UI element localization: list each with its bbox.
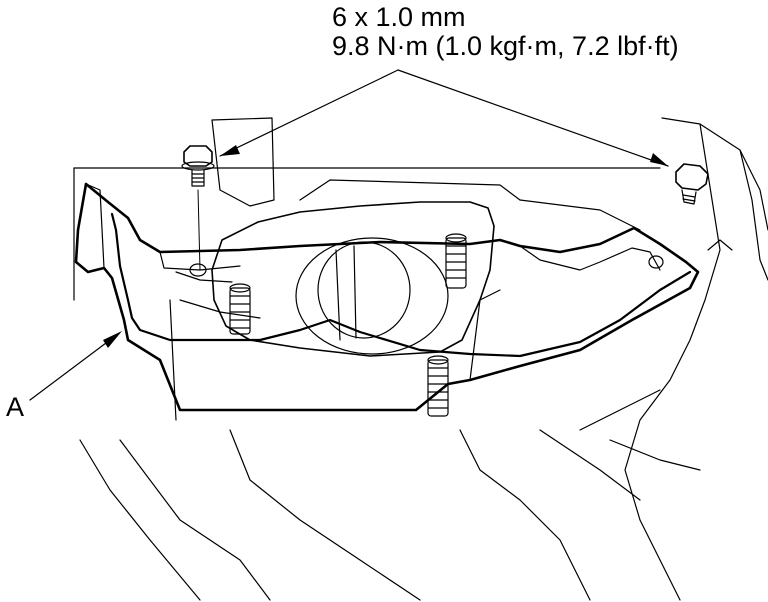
torque-leader-lines [29, 69, 669, 401]
callout-label-a: A [6, 392, 25, 422]
bracket-a [74, 182, 700, 412]
bolt-size-label: 6 x 1.0 mm [332, 2, 466, 32]
exhaust-flange [211, 201, 495, 357]
engine-block-outline [73, 117, 768, 601]
arrowheads [103, 145, 668, 348]
hex-flange-bolt-icon [675, 163, 709, 205]
threaded-stud [229, 283, 251, 335]
hex-flange-bolt-icon [181, 145, 215, 271]
bolt-torque-label: 9.8 N·m (1.0 kgf·m, 7.2 lbf·ft) [332, 31, 679, 61]
threaded-stud [427, 355, 449, 417]
threaded-stud [445, 233, 467, 289]
